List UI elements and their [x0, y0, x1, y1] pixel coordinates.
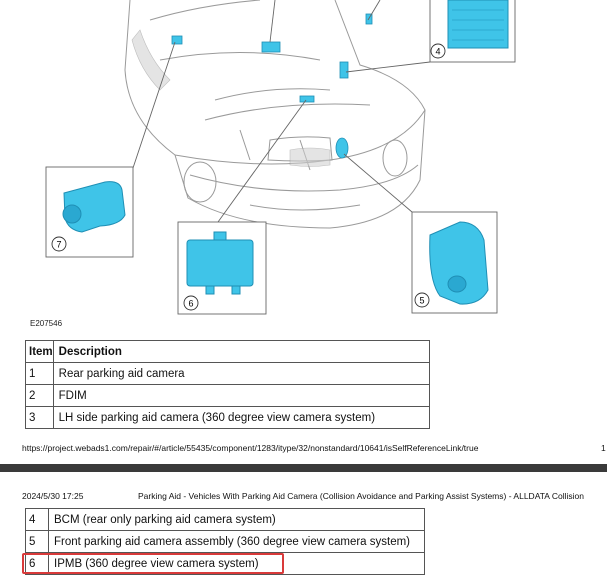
item-number: 4: [25, 508, 49, 531]
highlight-box: [22, 553, 284, 574]
table-row: 5 Front parking aid camera assembly (360…: [25, 530, 425, 553]
table-row: 1 Rear parking aid camera: [25, 362, 430, 385]
item-description: Rear parking aid camera: [52, 362, 430, 385]
table-row: 2 FDIM: [25, 384, 430, 407]
column-header-description: Description: [52, 340, 430, 363]
print-datetime: 2024/5/30 17:25: [22, 491, 84, 501]
callout-box-5: 5: [411, 211, 498, 314]
component-highlights: [171, 13, 373, 159]
item-description: Front parking aid camera assembly (360 d…: [48, 530, 425, 553]
callout-box-6: 6: [177, 221, 267, 315]
parts-table: Item Description 1 Rear parking aid came…: [25, 340, 430, 429]
table-header-row: Item Description: [25, 340, 430, 363]
item-number: 1: [25, 362, 54, 385]
vehicle-outline: [124, 0, 426, 229]
column-header-item: Item: [25, 340, 54, 363]
footer-url: https://project.webads1.com/repair/#/art…: [22, 443, 479, 453]
table-row: 3 LH side parking aid camera (360 degree…: [25, 406, 430, 429]
figure-id: E207546: [30, 319, 63, 328]
parts-table-continued: 4 BCM (rear only parking aid camera syst…: [25, 508, 425, 575]
print-page-title: Parking Aid - Vehicles With Parking Aid …: [138, 491, 584, 501]
item-number: 5: [25, 530, 49, 553]
item-description: LH side parking aid camera (360 degree v…: [52, 406, 430, 429]
leader-lines: [132, 0, 431, 223]
document-page-1: 4 7 6 5 E207546: [22, 0, 606, 453]
item-number: 2: [25, 384, 54, 407]
callout-box-4: 4: [429, 0, 516, 63]
callout-box-7: 7: [45, 166, 134, 258]
callout-label: 7: [56, 240, 61, 250]
table-row: 4 BCM (rear only parking aid camera syst…: [25, 508, 425, 531]
item-number: 3: [25, 406, 54, 429]
item-description: BCM (rear only parking aid camera system…: [48, 508, 425, 531]
callout-label: 4: [435, 47, 440, 57]
item-description: FDIM: [52, 384, 430, 407]
page-number: 1: [601, 443, 606, 453]
callout-label: 5: [419, 296, 424, 306]
parking-aid-component-illustration: 4 7 6 5: [45, 0, 516, 315]
callout-label: 6: [188, 299, 193, 309]
page-separator: [0, 464, 607, 472]
